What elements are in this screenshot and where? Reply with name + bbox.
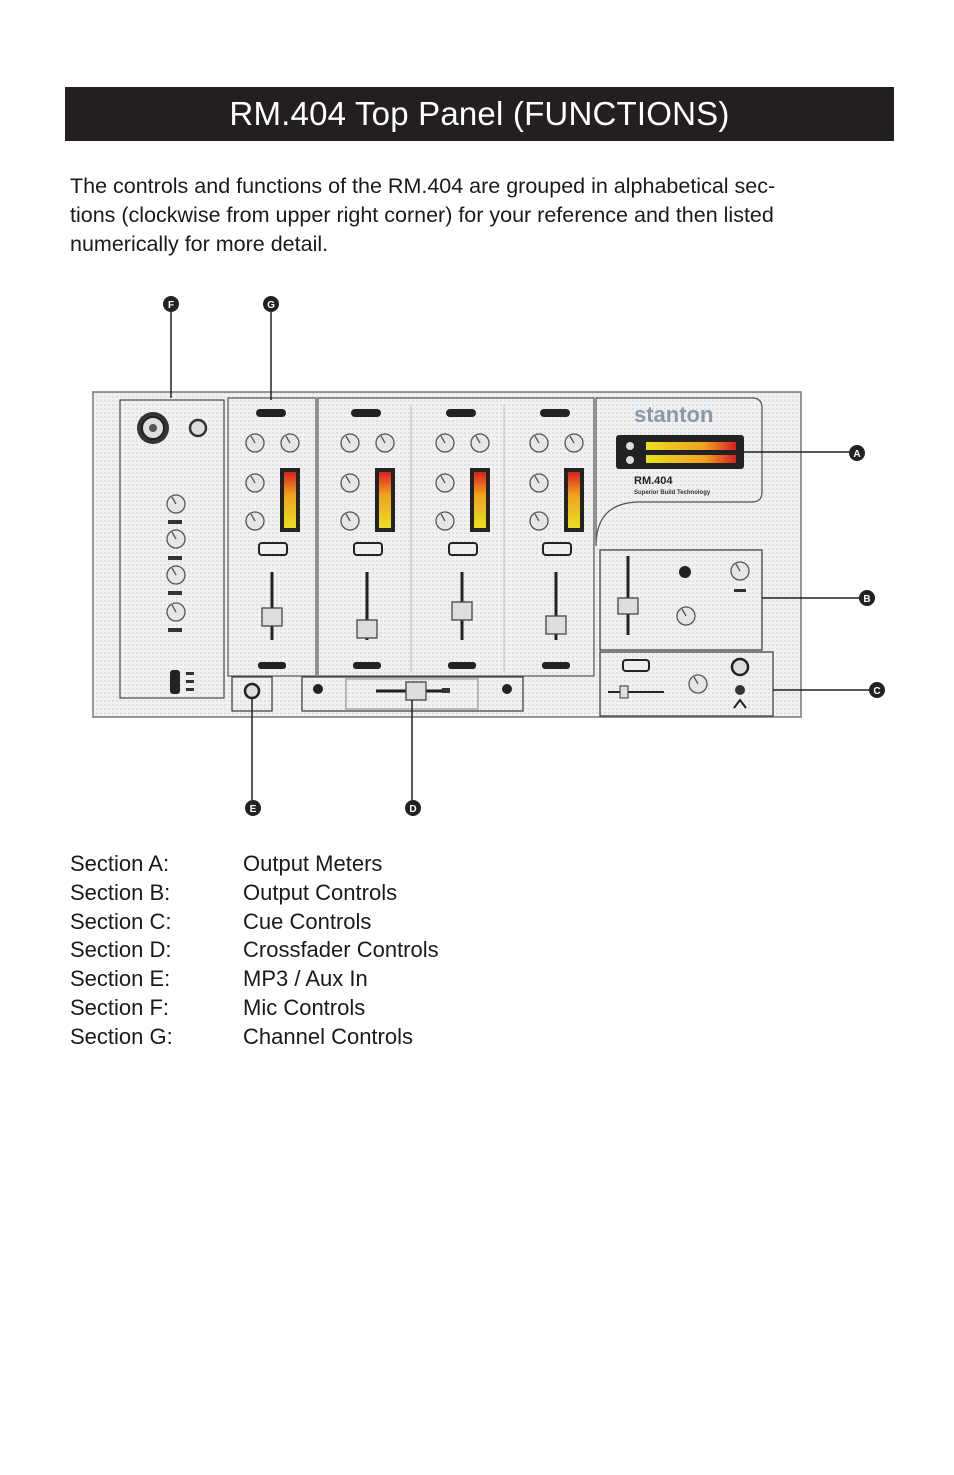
section-value: MP3 / Aux In: [243, 966, 368, 992]
mixer-top-panel-diagram: stanton RM.404 Superior Build Technology: [92, 296, 885, 816]
callout-label: A: [853, 449, 860, 460]
aux-in-controls: [243, 682, 261, 700]
callout-marker-A: A: [849, 445, 865, 461]
section-key: Section B:: [70, 879, 171, 905]
section-key: Section G:: [70, 1023, 173, 1049]
section-row: Section E: MP3 / Aux In: [70, 965, 439, 994]
callout-label: D: [409, 804, 416, 815]
section-row: Section C: Cue Controls: [70, 908, 439, 937]
page-title: RM.404 Top Panel (FUNCTIONS): [229, 95, 730, 132]
output-controls: [617, 556, 750, 635]
output-meters: stanton RM.404 Superior Build Technology: [616, 402, 744, 496]
section-key: Section E:: [70, 966, 171, 992]
callout-label: G: [267, 300, 275, 311]
callout-label: F: [168, 300, 174, 311]
section-value: Output Meters: [243, 851, 383, 876]
section-row: Section F: Mic Controls: [70, 994, 439, 1023]
callout-lines: [170, 312, 870, 800]
section-value: Channel Controls: [243, 1023, 413, 1049]
section-value: Cue Controls: [243, 908, 372, 934]
callout-label: C: [873, 686, 880, 697]
callout-marker-F: F: [163, 296, 179, 312]
model-label: RM.404: [634, 475, 673, 487]
section-key: Section D:: [70, 937, 172, 963]
callout-marker-B: B: [859, 590, 875, 606]
section-key: Section C:: [70, 908, 172, 934]
intro-line: numerically for more detail.: [70, 232, 329, 256]
page-title-bar: RM.404 Top Panel (FUNCTIONS): [65, 87, 894, 141]
callout-label: E: [250, 804, 257, 815]
mic-controls: [137, 412, 208, 694]
cue-controls: [608, 657, 750, 709]
crossfader-controls: [313, 681, 512, 701]
channel-strip: [529, 409, 584, 669]
section-row: Section G: Channel Controls: [70, 1023, 439, 1052]
channel-strip: [340, 409, 395, 669]
section-legend: Section A: Output Meters Section B: Outp…: [70, 850, 439, 1052]
section-value: Output Controls: [243, 879, 398, 905]
channel-strip: [245, 409, 300, 669]
section-value: Crossfader Controls: [243, 937, 439, 963]
model-subtitle: Superior Build Technology: [634, 490, 711, 496]
section-row: Section A: Output Meters: [70, 850, 439, 879]
intro-line: tions (clockwise from upper right corner…: [70, 203, 774, 227]
callout-marker-D: D: [405, 800, 421, 816]
section-row: Section D: Crossfader Controls: [70, 936, 439, 965]
section-row: Section B: Output Controls: [70, 879, 439, 908]
channel-strip: [435, 409, 490, 669]
callout-marker-E: E: [245, 800, 261, 816]
section-key: Section F:: [70, 994, 170, 1020]
section-key: Section A:: [70, 851, 170, 876]
section-value: Mic Controls: [243, 994, 366, 1020]
intro-line: The controls and functions of the RM.404…: [70, 174, 776, 198]
brand-logo: stanton: [634, 402, 713, 427]
callout-marker-C: C: [869, 682, 885, 698]
callout-label: B: [863, 594, 870, 605]
callout-marker-G: G: [263, 296, 279, 312]
channel-strips: [245, 409, 584, 669]
intro-paragraph: The controls and functions of the RM.404…: [70, 172, 890, 259]
